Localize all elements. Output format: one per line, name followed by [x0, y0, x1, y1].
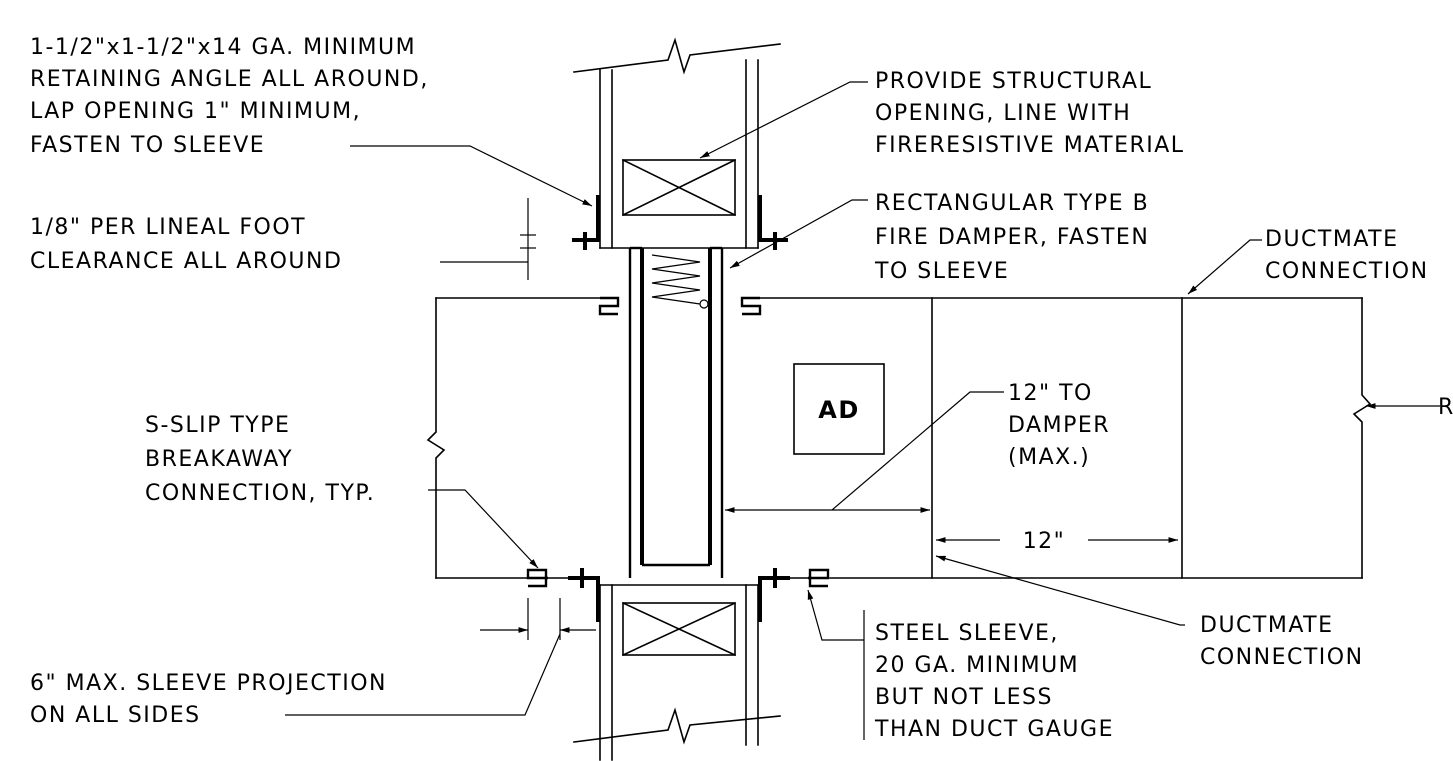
note-clearance-line-2: CLEARANCE ALL AROUND	[30, 249, 342, 274]
access-door-label: AD	[818, 396, 860, 424]
dimension-damper-to-connection: 12"	[1023, 529, 1066, 554]
note-s-slip-line-2: BREAKAWAY	[145, 447, 293, 472]
note-fire-damper-line-3: TO SLEEVE	[874, 259, 1009, 284]
note-structural-opening-line-2: OPENING, LINE WITH	[875, 101, 1131, 126]
dimension-damper-to-connection-text: 12"	[1023, 529, 1066, 554]
note-ductmate-top: DUCTMATE CONNECTION	[1265, 227, 1429, 284]
note-to-damper-line-1: 12" TO	[1008, 381, 1093, 406]
note-ductmate-top-line-2: CONNECTION	[1265, 259, 1429, 284]
wall-lower	[573, 584, 781, 761]
note-fire-damper: RECTANGULAR TYPE B FIRE DAMPER, FASTEN T…	[874, 191, 1149, 284]
duct	[426, 296, 1372, 588]
note-ductmate-bottom: DUCTMATE CONNECTION	[1200, 613, 1364, 670]
note-to-damper-line-2: DAMPER	[1008, 413, 1110, 438]
note-to-damper-line-3: (MAX.)	[1008, 445, 1090, 470]
note-clearance-line-1: 1/8" PER LINEAL FOOT	[30, 215, 306, 240]
access-door-tag: AD	[793, 363, 885, 455]
note-retaining-angle-line-1: 1-1/2"x1-1/2"x14 GA. MINIMUM	[30, 35, 416, 60]
note-steel-sleeve-line-4: THAN DUCT GAUGE	[874, 717, 1114, 742]
note-sleeve-projection: 6" MAX. SLEEVE PROJECTION ON ALL SIDES	[30, 671, 387, 728]
note-ductmate-bottom-line-1: DUCTMATE	[1200, 613, 1334, 638]
note-structural-opening: PROVIDE STRUCTURAL OPENING, LINE WITH FI…	[875, 69, 1185, 158]
note-s-slip-line-3: CONNECTION, TYP.	[145, 481, 375, 506]
note-right-cutoff: R	[1438, 395, 1453, 420]
leaders	[285, 81, 1440, 740]
note-retaining-angle-line-4: FASTEN TO SLEEVE	[30, 133, 265, 158]
note-retaining-angle-line-2: RETAINING ANGLE ALL AROUND,	[30, 67, 429, 92]
note-fire-damper-line-1: RECTANGULAR TYPE B	[875, 191, 1149, 216]
note-steel-sleeve-line-2: 20 GA. MINIMUM	[875, 653, 1079, 678]
note-steel-sleeve: STEEL SLEEVE, 20 GA. MINIMUM BUT NOT LES…	[874, 621, 1114, 742]
fire-damper-sleeve	[628, 246, 724, 567]
note-s-slip-line-1: S-SLIP TYPE	[145, 413, 290, 438]
note-retaining-angle-line-3: LAP OPENING 1" MINIMUM,	[30, 99, 361, 124]
note-ductmate-bottom-line-2: CONNECTION	[1200, 645, 1364, 670]
note-structural-opening-line-1: PROVIDE STRUCTURAL	[875, 69, 1152, 94]
note-retaining-angle: 1-1/2"x1-1/2"x14 GA. MINIMUM RETAINING A…	[30, 35, 429, 158]
note-structural-opening-line-3: FIRERESISTIVE MATERIAL	[875, 133, 1185, 158]
note-sleeve-projection-line-1: 6" MAX. SLEEVE PROJECTION	[30, 671, 387, 696]
note-s-slip: S-SLIP TYPE BREAKAWAY CONNECTION, TYP.	[145, 413, 375, 506]
note-clearance: 1/8" PER LINEAL FOOT CLEARANCE ALL AROUN…	[30, 215, 342, 274]
note-to-damper: 12" TO DAMPER (MAX.)	[1008, 381, 1110, 470]
note-sleeve-projection-line-2: ON ALL SIDES	[30, 703, 201, 728]
note-steel-sleeve-line-1: STEEL SLEEVE,	[875, 621, 1059, 646]
wall-upper	[573, 37, 781, 249]
note-fire-damper-line-2: FIRE DAMPER, FASTEN	[875, 225, 1149, 250]
note-ductmate-top-line-1: DUCTMATE	[1265, 227, 1399, 252]
note-steel-sleeve-line-3: BUT NOT LESS	[875, 685, 1053, 710]
note-right-cutoff-text: R	[1438, 395, 1453, 420]
